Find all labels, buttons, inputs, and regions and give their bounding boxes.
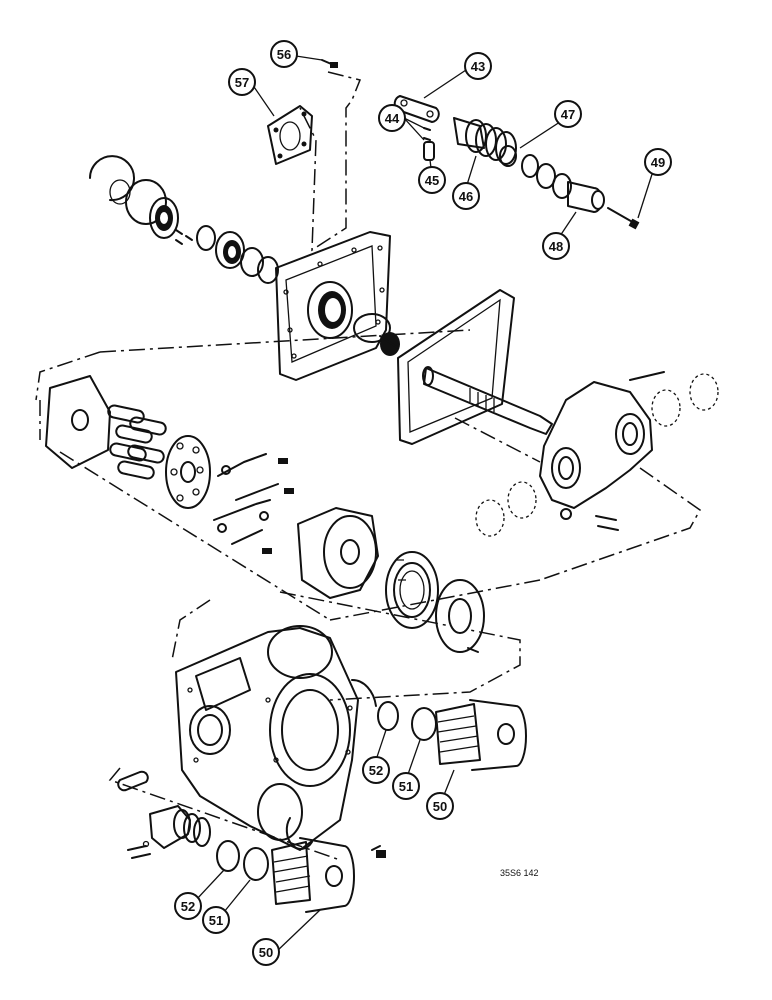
callout-50-right: 50 [426, 792, 454, 820]
callout-49: 49 [644, 148, 672, 176]
callout-43-label: 43 [471, 59, 485, 74]
callout-56-label: 56 [277, 47, 291, 62]
drain-plug [376, 850, 386, 858]
swashplate-yoke [539, 371, 665, 531]
input-shaft [422, 366, 553, 435]
upper-seal-stack [89, 155, 279, 284]
callout-51-left-label: 51 [209, 913, 223, 928]
callout-47-label: 47 [561, 107, 575, 122]
callout-52-left-label: 52 [181, 899, 195, 914]
callout-56: 56 [270, 40, 298, 68]
shaft-coupler-assembly [393, 95, 640, 230]
callout-44: 44 [378, 104, 406, 132]
callout-52-left: 52 [174, 892, 202, 920]
callout-51-left: 51 [202, 906, 230, 934]
callout-48-label: 48 [549, 239, 563, 254]
cylinder-barrel [297, 507, 406, 599]
callout-57-label: 57 [235, 75, 249, 90]
callout-47: 47 [554, 100, 582, 128]
callout-46: 46 [452, 182, 480, 210]
drain-plug-stem [371, 845, 381, 851]
bearing-cone [353, 313, 400, 356]
callout-48: 48 [542, 232, 570, 260]
port-plate [45, 375, 111, 469]
callout-52-right: 52 [362, 756, 390, 784]
callout-50-left: 50 [252, 938, 280, 966]
retainer-plate [165, 435, 211, 509]
figure-code: 35S6 142 [500, 868, 539, 878]
upper-cover-housing [275, 231, 391, 381]
screw-56 [321, 59, 338, 68]
callout-50-left-label: 50 [259, 945, 273, 960]
servo-linkage [213, 453, 294, 554]
callout-44-label: 44 [385, 111, 400, 126]
lower-seal-cartridge [216, 837, 355, 913]
piston-group [107, 404, 167, 480]
snap-ring-upper [351, 678, 377, 707]
callout-49-label: 49 [651, 155, 665, 170]
swashplate-gasket [397, 289, 515, 445]
callout-57: 57 [228, 68, 256, 96]
callout-46-label: 46 [459, 189, 473, 204]
valve-plate [435, 579, 485, 653]
phantom-outlines [35, 71, 701, 861]
main-housing [175, 625, 359, 851]
gasket-57 [267, 105, 313, 165]
bearing-ring [385, 551, 439, 629]
callout-51-right-label: 51 [399, 779, 413, 794]
callout-50-right-label: 50 [433, 799, 447, 814]
dashed-bearings [475, 373, 719, 537]
callout-43: 43 [464, 52, 492, 80]
callout-45: 45 [418, 166, 446, 194]
right-seal-cartridge [377, 699, 527, 771]
callout-52-right-label: 52 [369, 763, 383, 778]
callout-45-label: 45 [425, 173, 439, 188]
lower-coupler [117, 770, 211, 859]
callout-51-right: 51 [392, 772, 420, 800]
